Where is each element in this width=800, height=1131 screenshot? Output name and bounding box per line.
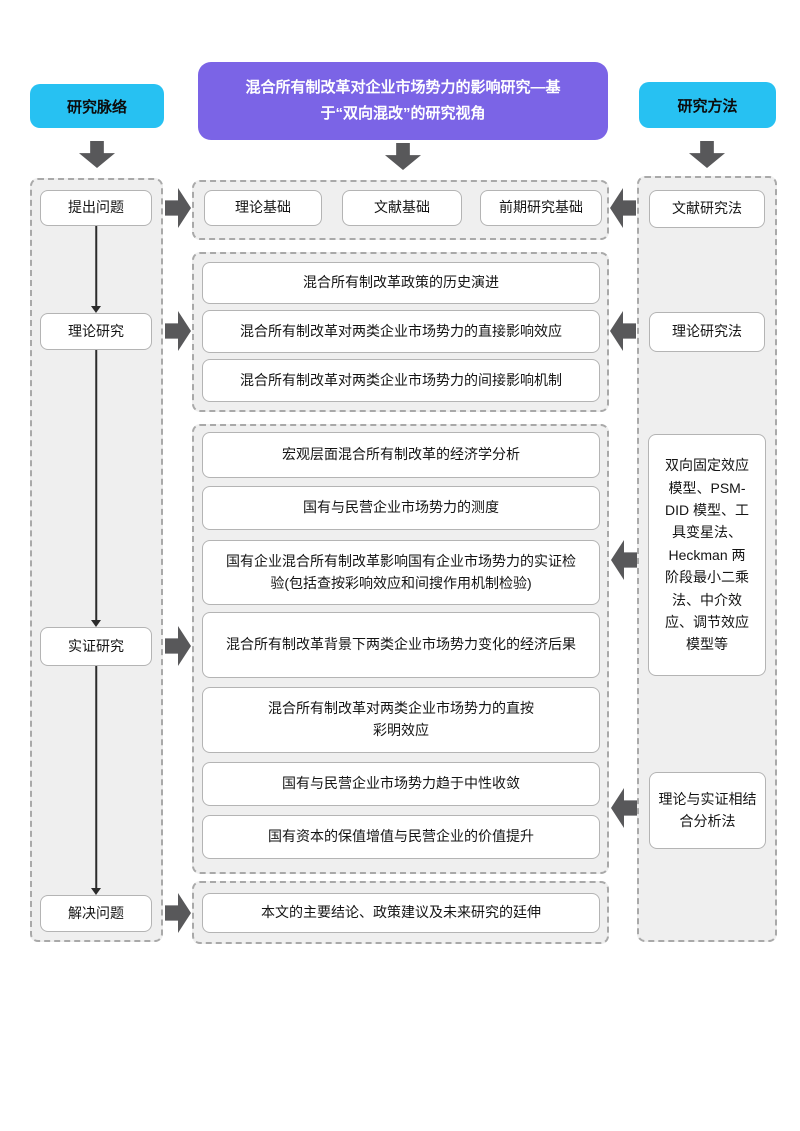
method-theory-empirical-combined: 理论与实证相结 合分析法 (649, 772, 766, 849)
box-direct-effect: 混合所有制改革对两类企业市场势力的直接影响效应 (202, 310, 600, 353)
stage-theoretical-research: 理论研究 (40, 313, 152, 350)
page-title: 混合所有制改革对企业市场势力的影响研究—基 于“双向混改”的研究视角 (198, 62, 608, 140)
arrow-left-icon (611, 788, 637, 828)
header-tab-research-method: 研究方法 (639, 82, 776, 128)
box-literature-foundation: 文献基础 (342, 190, 462, 226)
method-theoretical-research: 理论研究法 (649, 312, 765, 352)
arrow-down-icon (689, 141, 725, 168)
box-neutral-convergence: 国有与民营企业市场势力趋于中性收敛 (202, 762, 600, 806)
stage-raise-question: 提出问题 (40, 190, 152, 226)
arrow-right-icon (165, 626, 191, 666)
box-value-preservation: 国有资本的保值增值与民营企业的价值提升 (202, 815, 600, 859)
box-macro-economic-analysis: 宏观层面混合所有制改革的经济学分析 (202, 432, 600, 478)
box-economic-consequences: 混合所有制改革背景下两类企业市场势力变化的经济后果 (202, 612, 600, 678)
connector-arrow-icon (90, 666, 102, 895)
arrow-down-icon (79, 141, 115, 168)
method-econometric-models: 双向固定效应 模型、PSM- DID 模型、工 具变星法、 Heckman 两 … (648, 434, 766, 676)
arrow-down-icon (385, 143, 421, 170)
box-prior-research-foundation: 前期研究基础 (480, 190, 602, 226)
box-conclusions-policy: 本文的主要结论、政策建议及未来研究的廷伸 (202, 893, 600, 933)
box-market-power-measurement: 国有与民营企业市场势力的测度 (202, 486, 600, 530)
stage-solve-problem: 解决问题 (40, 895, 152, 932)
arrow-right-icon (165, 893, 191, 933)
arrow-left-icon (611, 540, 637, 580)
stage-empirical-research: 实证研究 (40, 627, 152, 666)
arrow-left-icon (610, 188, 636, 228)
arrow-left-icon (610, 311, 636, 351)
connector-arrow-icon (90, 350, 102, 627)
arrow-right-icon (165, 311, 191, 351)
arrow-right-icon (165, 188, 191, 228)
box-theory-foundation: 理论基础 (204, 190, 322, 226)
method-literature-research: 文献研究法 (649, 190, 765, 228)
box-indirect-mechanism: 混合所有制改革对两类企业市场势力的间接影响机制 (202, 359, 600, 402)
box-direct-effect-empirical: 混合所有制改革对两类企业市场势力的直按 彩明效应 (202, 687, 600, 753)
box-soe-empirical-test: 国有企业混合所有制改革影响国有企业市场势力的实证检 验(包括查按彩响效应和间搜作… (202, 540, 600, 605)
header-tab-research-thread: 研究脉络 (30, 84, 164, 128)
box-policy-history: 混合所有制改革政策的历史演进 (202, 262, 600, 304)
connector-arrow-icon (90, 226, 102, 313)
